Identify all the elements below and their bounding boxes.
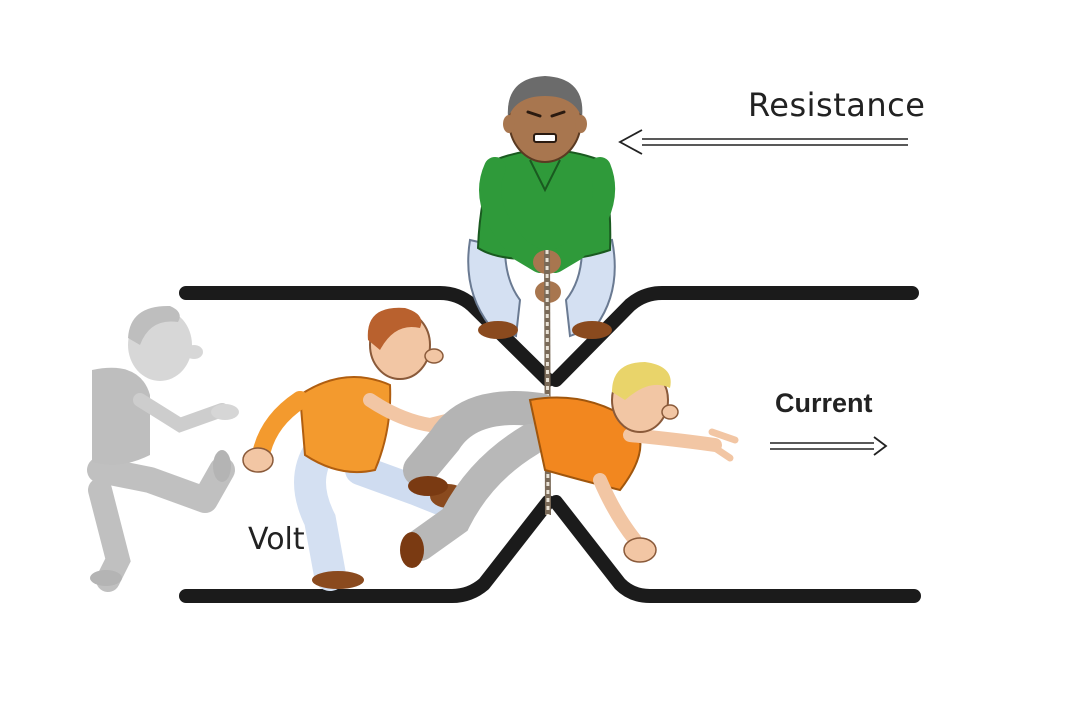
rope-icon xyxy=(544,249,551,516)
pipe-top-right xyxy=(549,286,919,387)
resistance-man xyxy=(467,76,616,339)
current-label: Current xyxy=(775,388,873,418)
pipe-bottom-left xyxy=(179,495,555,603)
volt-man xyxy=(242,307,494,591)
left-arrow-icon xyxy=(618,129,908,155)
volt-label: Volt xyxy=(248,522,305,557)
pipe xyxy=(179,286,921,603)
ghost-runner xyxy=(87,305,239,592)
current-man xyxy=(400,362,739,568)
right-arrow-icon xyxy=(770,436,888,456)
resistance-label: Resistance xyxy=(748,86,926,124)
pipe-top-left xyxy=(179,286,555,387)
pipe-bottom-right xyxy=(549,495,921,603)
